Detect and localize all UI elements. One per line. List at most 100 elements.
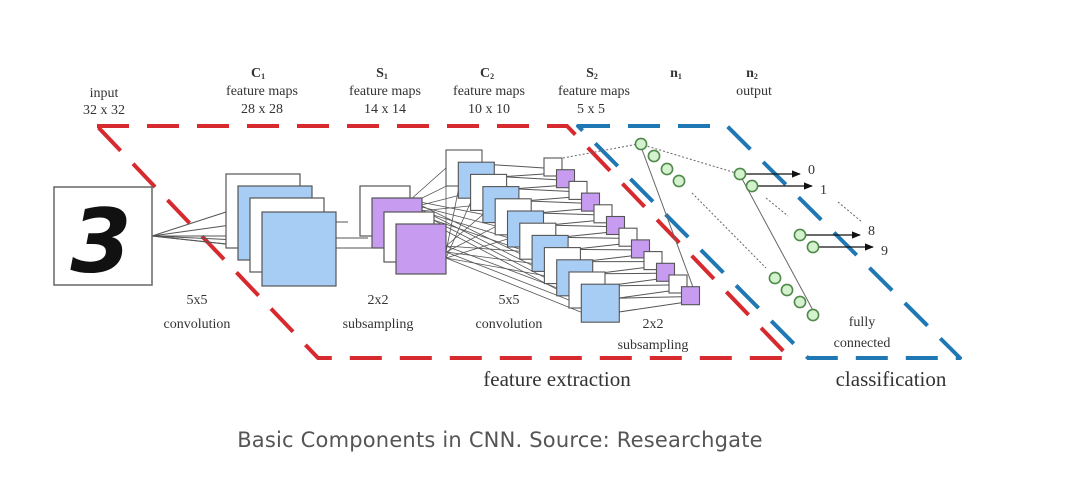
output-class-label: 9 xyxy=(881,244,888,259)
input-image: 3 xyxy=(53,186,153,293)
input-image-frame xyxy=(53,186,153,286)
svg-text:S2: S2 xyxy=(586,66,598,81)
n2-output-neuron xyxy=(806,240,820,254)
fc-connection-line xyxy=(691,192,767,269)
layer-c1-subscript: 1 xyxy=(261,72,265,81)
s1-feature-map xyxy=(395,223,447,275)
layer-s1-title: S xyxy=(376,66,384,81)
layer-c2-title: C xyxy=(480,66,490,81)
conv2-connection-line xyxy=(445,251,533,264)
sub2-connection-line xyxy=(617,296,682,299)
n1-neuron xyxy=(660,162,674,176)
s2-feature-map xyxy=(680,286,701,306)
layer-label-s2: S2 feature maps 5 x 5 xyxy=(558,66,630,117)
layer-label-n1: n1 xyxy=(670,66,682,81)
figure-caption: Basic Components in CNN. Source: Researc… xyxy=(237,428,763,452)
conv1-connection-line xyxy=(151,223,239,237)
op-fc-line2: connected xyxy=(834,336,891,351)
conv2-connection-line xyxy=(445,202,471,259)
op-conv2-kernel: 5x5 xyxy=(499,293,520,308)
layer-n1-title: n xyxy=(670,66,678,81)
op-conv1-name: convolution xyxy=(164,317,231,332)
layer-s1-size: 14 x 14 xyxy=(364,102,406,117)
layer-s2-title: S xyxy=(586,66,594,81)
classification-border xyxy=(576,124,962,360)
layer-s2-line1: feature maps xyxy=(558,84,630,99)
c1-feature-map xyxy=(261,211,337,287)
input-digit: 3 xyxy=(70,190,131,293)
layer-s1-line1: feature maps xyxy=(349,84,421,99)
op-sub2-kernel: 2x2 xyxy=(643,317,664,332)
conv2-connection-line xyxy=(409,199,496,218)
op-sub2-name: subsampling xyxy=(618,338,689,353)
layer-s2-size: 5 x 5 xyxy=(577,102,605,117)
conv1-connection-line xyxy=(151,211,227,237)
fc-connection-line xyxy=(639,143,737,174)
conv2-connection-line xyxy=(409,167,447,201)
fc-connection-line xyxy=(739,174,816,315)
layer-c2-subscript: 2 xyxy=(490,72,494,81)
conv2-connection-line xyxy=(445,251,570,301)
fully-connected-neurons: 01 89 xyxy=(634,137,888,322)
sub2-connection-line xyxy=(617,302,682,313)
layer-input-size: 32 x 32 xyxy=(83,103,125,118)
layer-c1-title: C xyxy=(251,66,261,81)
conv1-connection-line xyxy=(151,235,227,245)
svg-text:S1: S1 xyxy=(376,66,388,81)
output-class-label: 1 xyxy=(820,183,827,198)
n1-neuron xyxy=(780,283,794,297)
layer-n2-line1: output xyxy=(736,84,772,99)
fc-connection-line xyxy=(639,143,698,299)
svg-text:C2: C2 xyxy=(480,66,494,81)
layer-s2-subscript: 2 xyxy=(594,72,598,81)
op-conv1-kernel: 5x5 xyxy=(187,293,208,308)
conv2-connection-line xyxy=(445,257,545,276)
n2-output-neuron xyxy=(793,228,807,242)
layer-n1-subscript: 1 xyxy=(678,72,682,81)
fc-connection-line xyxy=(562,143,639,159)
feature-extraction-border xyxy=(95,124,792,360)
conv2-connection-line xyxy=(445,245,557,289)
layer-label-n2: n2 output xyxy=(736,66,772,99)
layer-label-s1: S1 feature maps 14 x 14 xyxy=(349,66,421,117)
layer-label-c1: C1 feature maps 28 x 28 xyxy=(226,66,298,117)
layer-label-c2: C2 feature maps 10 x 10 xyxy=(453,66,525,117)
layer-labels: input 32 x 32 C1 feature maps 28 x 28 S1… xyxy=(83,66,772,118)
n1-neuron xyxy=(806,308,820,322)
output-class-label: 0 xyxy=(808,163,815,178)
svg-text:C1: C1 xyxy=(251,66,265,81)
layer-n2-title: n xyxy=(746,66,754,81)
op-sub1-kernel: 2x2 xyxy=(368,293,389,308)
n2-output-neuron xyxy=(733,167,747,181)
layer-c2-size: 10 x 10 xyxy=(468,102,510,117)
conv2-connection-line xyxy=(445,245,520,252)
svg-text:n1: n1 xyxy=(670,66,682,81)
section-classification: classification xyxy=(836,367,947,391)
output-class-label: 8 xyxy=(868,224,875,239)
operation-labels: 5x5 convolution 2x2 subsampling 5x5 conv… xyxy=(164,293,891,353)
conv1-connection-line xyxy=(151,235,239,241)
layer-n2-subscript: 2 xyxy=(754,72,758,81)
n1-neuron xyxy=(634,137,648,151)
feature-maps xyxy=(225,149,701,323)
fc-connection-line xyxy=(837,201,863,223)
op-sub1-name: subsampling xyxy=(343,317,414,332)
layer-c2-line1: feature maps xyxy=(453,84,525,99)
section-feature-extraction: feature extraction xyxy=(483,367,631,391)
n1-neuron xyxy=(768,271,782,285)
op-conv2-name: convolution xyxy=(476,317,543,332)
conv2-connection-line xyxy=(445,257,582,313)
layer-label-input: input 32 x 32 xyxy=(83,86,125,118)
n1-neuron xyxy=(672,174,686,188)
n1-neuron xyxy=(647,149,661,163)
svg-text:n2: n2 xyxy=(746,66,758,81)
conv2-connection-line xyxy=(409,207,570,291)
n1-neuron xyxy=(793,295,807,309)
op-fc-line1: fully xyxy=(849,315,875,330)
layer-input-line1: input xyxy=(90,86,119,101)
layer-c1-size: 28 x 28 xyxy=(241,102,283,117)
layer-c1-line1: feature maps xyxy=(226,84,298,99)
layer-s1-subscript: 1 xyxy=(384,72,388,81)
fc-connection-line xyxy=(765,197,789,217)
